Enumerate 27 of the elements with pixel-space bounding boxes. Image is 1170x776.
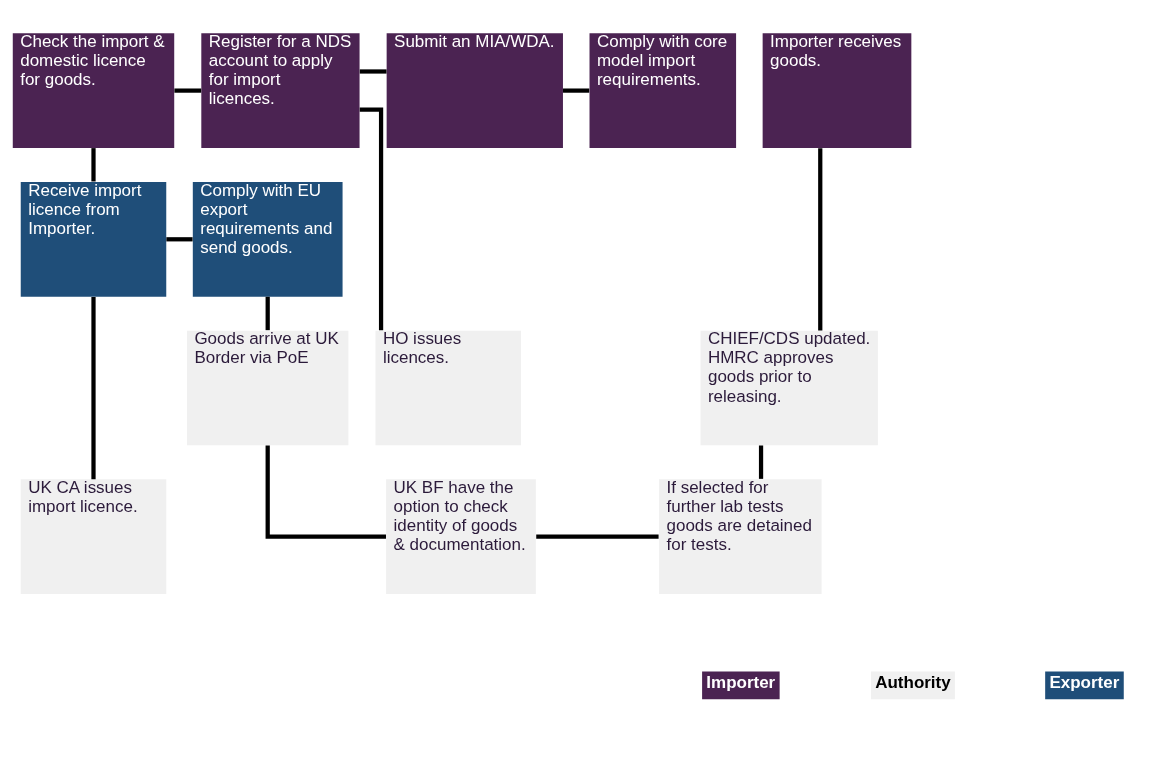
node-box: HO issues licences. [375,330,521,446]
connector [758,445,764,479]
node-box: UK BF have the option to check identity of goods & documentation. [386,479,536,595]
node-box: Submit an MIA/WDA. [386,33,563,148]
node-box: Goods arrive at UK Border via PoE [186,330,349,446]
connector [91,148,96,182]
connector [359,69,387,74]
connector [563,88,590,93]
node-box: Check the import & domestic licence for goods. [12,33,175,148]
node-box: Comply with EU export requirements and send goods. [192,181,343,297]
connector [265,445,386,539]
connector [265,296,270,331]
node-box: Register for a NDS account to apply for import licences. [201,33,360,148]
connector [91,297,96,480]
connector [174,88,202,93]
legend-label: Importer [706,673,776,693]
legend-label: Authority [875,673,951,693]
node-box: If selected for further lab tests goods are detained for tests. [659,479,822,595]
connector [536,534,659,539]
connector [166,237,193,242]
connector [818,148,823,331]
node-box: Comply with core model import requirements. [589,33,737,148]
node-box: CHIEF/CDS updated. HMRC approves goods prior to releasing. [700,330,878,446]
node-box: UK CA issues import licence. [20,479,167,595]
node-box: Receive import licence from Importer. [20,181,167,297]
node-box: Importer receives goods. [762,33,912,148]
legend-label: Exporter [1049,673,1120,693]
